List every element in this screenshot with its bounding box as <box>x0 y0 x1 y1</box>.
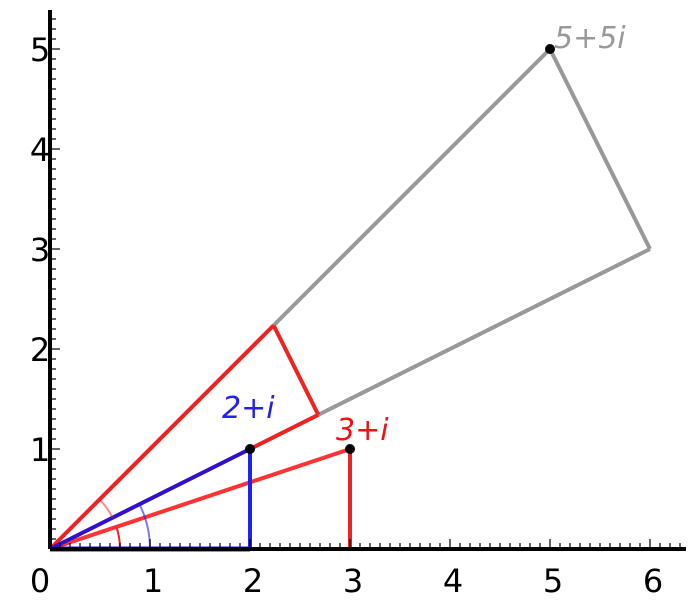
blue-hypotenuse <box>49 447 251 551</box>
label-2-plus-i: 2+i <box>222 391 275 426</box>
y-tick-label: 2 <box>30 331 50 369</box>
red-rotated-edge <box>271 324 321 416</box>
label-3-plus-i: 3+i <box>336 413 389 448</box>
x-tick-label: 5 <box>543 562 563 600</box>
axes <box>48 10 686 551</box>
angle-arc-rotated <box>98 498 114 519</box>
x-tick-label: 0 <box>30 562 50 600</box>
x-tick-label: 2 <box>243 562 263 600</box>
y-tick-label: 5 <box>30 31 50 69</box>
x-tick-label: 4 <box>443 562 463 600</box>
y-tick-label: 3 <box>30 231 50 269</box>
y-tick-label: 4 <box>30 131 50 169</box>
angle-arc-2-plus-i <box>138 503 151 550</box>
gray-edge <box>317 247 651 417</box>
point-3+i <box>345 444 355 454</box>
gray-edge <box>272 47 552 327</box>
x-tick-label: 6 <box>643 562 663 600</box>
x-tick-label: 3 <box>343 562 363 600</box>
y-tick-label: 1 <box>30 431 50 469</box>
gray-edge <box>548 48 652 250</box>
red-hypotenuse <box>49 447 351 551</box>
point-2+i <box>245 444 255 454</box>
red-rotated-edge <box>48 323 276 551</box>
label-5-plus-5i: 5+5i <box>554 21 626 56</box>
point-5+5i <box>545 44 555 54</box>
x-tick-label: 1 <box>143 562 163 600</box>
red-rotated-edge <box>249 413 320 451</box>
